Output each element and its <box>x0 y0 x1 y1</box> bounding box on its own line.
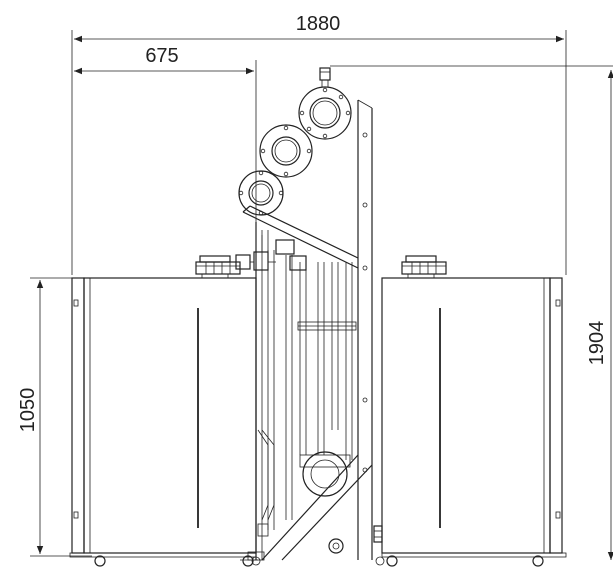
dimension-1880: 1880 <box>71 13 567 275</box>
central-frame <box>235 99 385 566</box>
flange-icon <box>238 170 284 216</box>
left-tank <box>69 277 257 567</box>
dimension-675: 675 <box>74 45 257 275</box>
foot-icon <box>532 555 544 567</box>
flange-icon <box>259 124 313 178</box>
drain-valve-icon <box>328 538 344 554</box>
flange-top <box>298 67 352 140</box>
dimension-label-1880: 1880 <box>296 13 341 35</box>
flange-lower <box>238 170 284 216</box>
flange-icon <box>298 86 352 140</box>
flange-middle <box>259 124 313 178</box>
dimension-1050: 1050 <box>17 277 92 557</box>
right-tank-top-fitting <box>401 255 447 279</box>
dimension-label-675: 675 <box>145 45 178 67</box>
dimension-label-1050: 1050 <box>17 388 39 433</box>
left-tank-top-fitting <box>195 255 241 279</box>
dimension-label-1904: 1904 <box>586 321 608 366</box>
pump-icon <box>302 451 348 497</box>
right-tank <box>373 277 567 567</box>
foot-icon <box>94 555 106 567</box>
dimension-1904: 1904 <box>330 65 613 560</box>
foot-icon <box>386 555 398 567</box>
